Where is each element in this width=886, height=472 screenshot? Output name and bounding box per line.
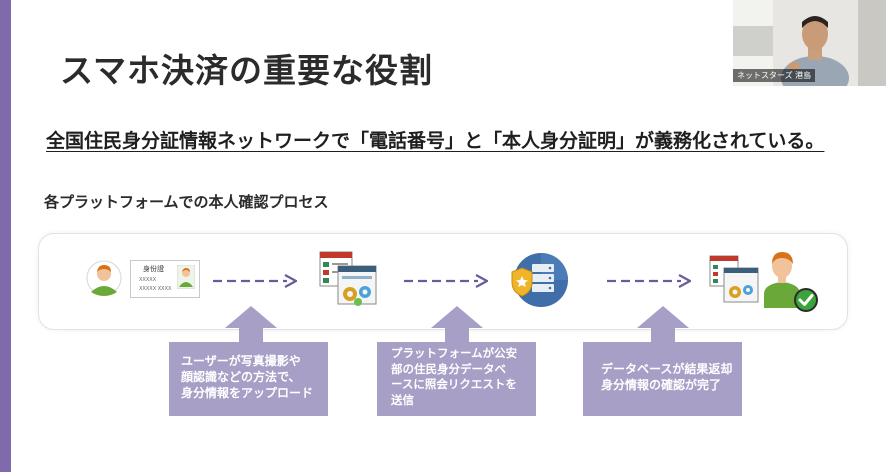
id-card-line2: XXXXX XXXX (139, 286, 172, 292)
callout-upload-pointer-icon (225, 306, 277, 344)
slide-title: スマホ決済の重要な役割 (60, 51, 434, 90)
user-avatar-icon (86, 260, 122, 296)
callout-query-line1: プラットフォームが公安 (391, 346, 518, 360)
callout-result-line2: 身分情報の確認が完了 (601, 378, 722, 392)
id-card-icon: 身份證 XXXXX XXXXX XXXX (130, 260, 200, 298)
id-card-line1: XXXXX (139, 277, 157, 283)
accent-side-bar (0, 0, 11, 472)
webcam-name-label: ネットスターズ 港島 (733, 69, 816, 82)
callout-query-line4: 送信 (391, 392, 414, 407)
flow-arrow-2-icon (404, 274, 488, 288)
callout-query: プラットフォームが公安 部の住民身分データベ ースに照会リクエストを 送信 (377, 342, 536, 416)
callout-upload: ユーザーが写真撮影や 顔認識などの方法で、 身分情報をアップロード (169, 342, 328, 416)
callout-query-line2: 部の住民身分データベ (391, 361, 506, 376)
callout-upload-line2: 顔認識などの方法で、 (181, 370, 301, 384)
id-card-title: 身份證 (143, 265, 164, 273)
verified-user-icon (764, 252, 818, 312)
section-label: 各プラットフォームでの本人確認プロセス (44, 193, 329, 211)
callout-upload-line1: ユーザーが写真撮影や (181, 354, 301, 368)
callout-result-pointer-icon (637, 306, 689, 344)
police-database-icon (511, 253, 568, 307)
callout-upload-line3: 身分情報をアップロード (181, 386, 314, 400)
flow-arrow-3-icon (607, 274, 691, 288)
callout-result: データベースが結果返却 身分情報の確認が完了 (583, 342, 742, 416)
platform-windows-gear-icon (319, 251, 377, 306)
callout-result-line1: データベースが結果返却 (601, 362, 733, 376)
callout-query-line3: ースに照会リクエストを (391, 377, 517, 391)
id-photo-icon (177, 265, 195, 289)
result-window-icon (709, 255, 759, 303)
flow-arrow-1-icon (213, 274, 297, 288)
slide-headline: 全国住民身分証情報ネットワークで「電話番号」と「本人身分証明」が義務化されている… (46, 130, 825, 152)
presenter-video-icon (733, 0, 886, 86)
callout-query-pointer-icon (431, 306, 483, 344)
check-circle-icon (794, 288, 818, 312)
webcam-video-tile[interactable]: ネットスターズ 港島 (733, 0, 886, 86)
